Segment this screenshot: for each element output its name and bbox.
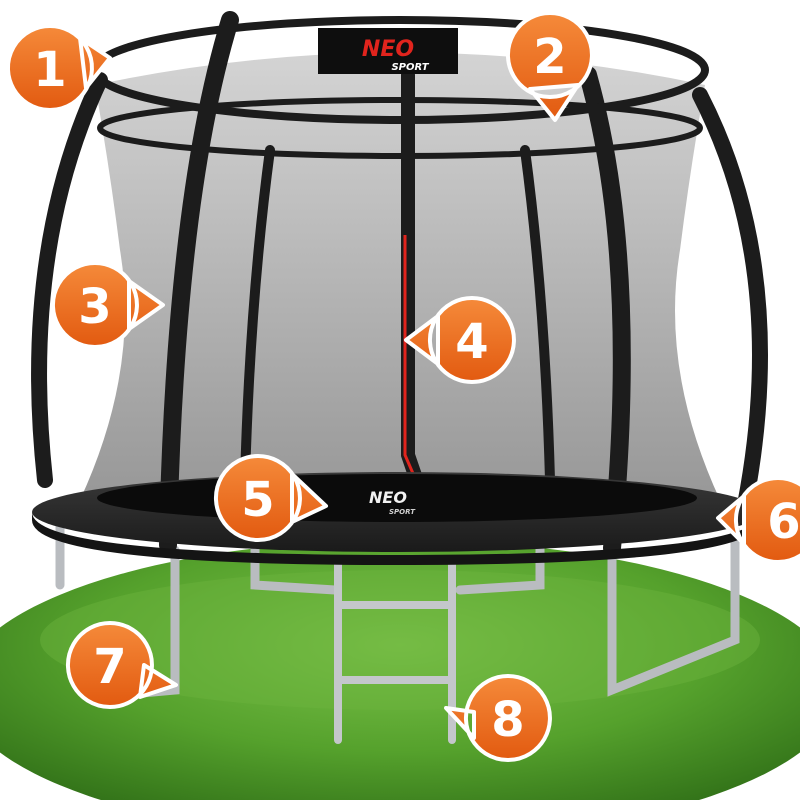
callout-6: 6 [716, 476, 800, 564]
callout-number: 6 [767, 494, 800, 550]
callout-4: 4 [404, 296, 516, 384]
teardrop-pin-icon [716, 476, 800, 564]
callout-2: 2 [505, 11, 594, 122]
brand-flag-name: NEO [362, 37, 414, 62]
callout-7: 7 [65, 621, 178, 709]
callout-5: 5 [213, 454, 328, 542]
callout-number: 1 [33, 42, 66, 98]
callout-1: 1 [5, 24, 112, 112]
callout-number: 7 [93, 639, 126, 695]
callout-8: 8 [444, 674, 552, 762]
teardrop-pin-icon [404, 296, 516, 384]
teardrop-pin-icon [444, 674, 552, 762]
net-back [80, 52, 720, 500]
teardrop-pin-icon [505, 11, 594, 122]
teardrop-pin-icon [50, 261, 165, 349]
callout-number: 8 [491, 692, 524, 748]
grass-lawn [0, 540, 800, 800]
brand-flag-sub: SPORT [391, 62, 429, 73]
callout-number: 2 [533, 29, 566, 85]
callout-3: 3 [50, 261, 165, 349]
brand-flag: NEO SPORT [318, 28, 458, 74]
teardrop-pin-icon [65, 621, 178, 709]
callout-number: 4 [455, 314, 488, 370]
mat-logo-name: NEO [369, 488, 407, 507]
safety-poles [31, 11, 768, 557]
teardrop-pin-icon [213, 454, 328, 542]
frame-pad [32, 472, 762, 565]
mat-logo-sub: SPORT [389, 508, 416, 516]
callout-number: 3 [78, 279, 111, 335]
mat-logo: NEO SPORT [369, 488, 416, 516]
callout-number: 5 [241, 472, 274, 528]
teardrop-pin-icon [5, 24, 112, 112]
